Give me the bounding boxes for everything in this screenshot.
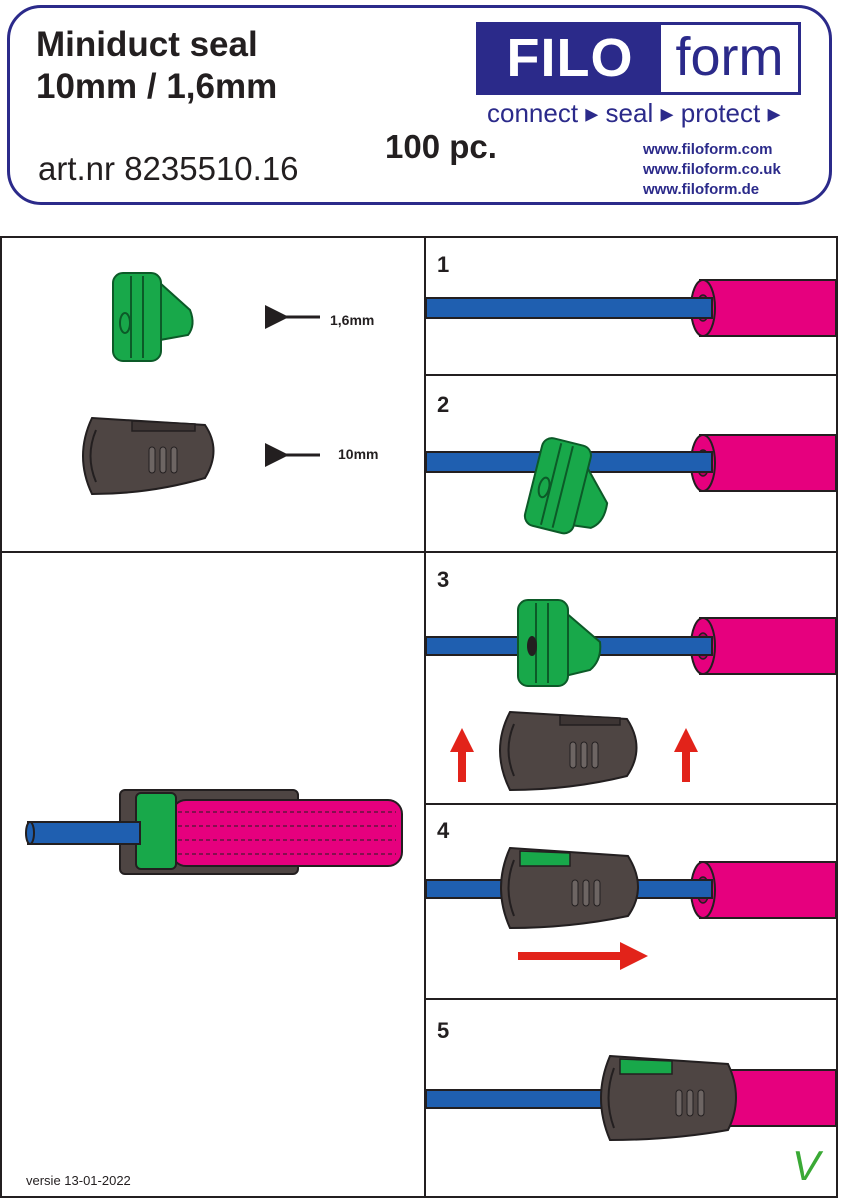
header-box bbox=[7, 5, 832, 205]
step-number-5: 5 bbox=[437, 1018, 450, 1043]
step-number-1: 1 bbox=[437, 252, 450, 277]
title-line-1: Miniduct seal bbox=[36, 25, 258, 64]
product-title: Miniduct seal 10mm / 1,6mm bbox=[36, 24, 277, 108]
step-number-2: 2 bbox=[437, 392, 450, 417]
url-com[interactable]: www.filoform.com bbox=[643, 141, 773, 158]
logo-form: form bbox=[675, 27, 784, 87]
logo-tagline: connect ▸ seal ▸ protect ▸ bbox=[487, 98, 781, 128]
green-insert-icon bbox=[112, 272, 194, 362]
step-number-3: 3 bbox=[437, 567, 450, 592]
red-arrow-right-icon bbox=[518, 942, 648, 970]
step-2-illustration bbox=[425, 434, 837, 535]
quantity: 100 pc. bbox=[385, 128, 497, 165]
filoform-logo: FILO form bbox=[476, 22, 801, 95]
logo-filo: FILO bbox=[479, 25, 661, 92]
parts-panel bbox=[0, 236, 426, 553]
part-label-10mm: 10mm bbox=[338, 446, 379, 462]
url-de[interactable]: www.filoform.de bbox=[643, 181, 760, 198]
red-arrow-up-icon bbox=[450, 728, 474, 782]
version-label: versie 13-01-2022 bbox=[26, 1173, 131, 1188]
grey-seal-icon bbox=[82, 416, 215, 496]
url-list: www.filoform.com www.filoform.co.uk www.… bbox=[643, 140, 781, 200]
step-number-4: 4 bbox=[437, 818, 450, 843]
step-3-illustration bbox=[425, 599, 837, 687]
step-1-illustration bbox=[425, 279, 837, 337]
step-4-illustration bbox=[425, 846, 837, 930]
url-co-uk[interactable]: www.filoform.co.uk bbox=[643, 161, 781, 178]
title-line-2: 10mm / 1,6mm bbox=[36, 67, 278, 106]
step-5-illustration bbox=[425, 1054, 837, 1142]
red-arrow-up-icon bbox=[674, 728, 698, 782]
assembled-seal-icon bbox=[25, 789, 403, 875]
article-number: art.nr 8235510.16 bbox=[38, 150, 299, 187]
grey-seal-icon bbox=[499, 710, 638, 792]
check-icon: V bbox=[792, 1142, 821, 1189]
part-label-1-6mm: 1,6mm bbox=[330, 312, 375, 328]
